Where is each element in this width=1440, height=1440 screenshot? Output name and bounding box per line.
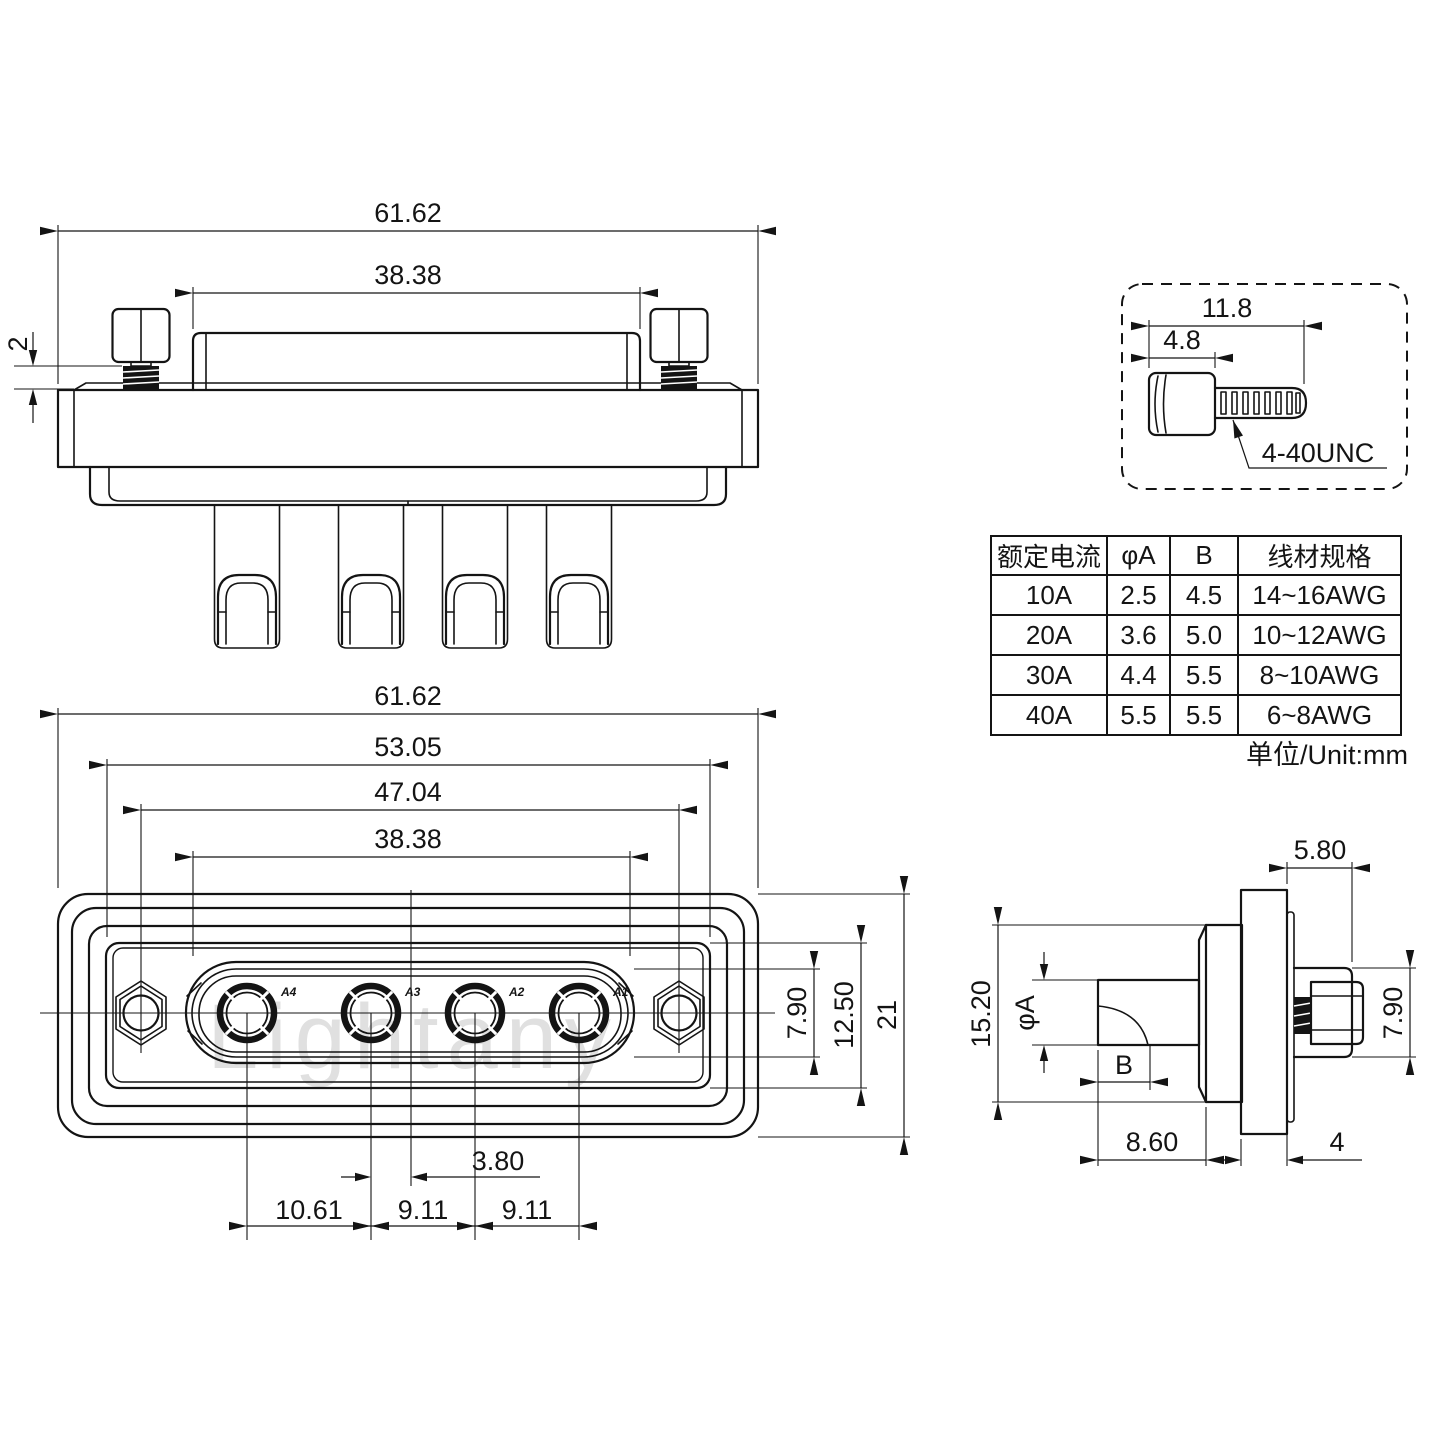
- table-row: 30A 4.4 5.5 8~10AWG: [990, 654, 1402, 696]
- front-dim-groove-height: 12.50: [829, 981, 859, 1049]
- side-screw-head: [1309, 980, 1365, 1046]
- front-outline-groove: [112, 947, 704, 1083]
- table-row: 20A 3.6 5.0 10~12AWG: [990, 614, 1402, 656]
- side-rear-body: [1292, 966, 1354, 1059]
- cell: 30A: [990, 654, 1108, 696]
- contact-label-a1: A1: [612, 985, 629, 999]
- unit-note: 单位/Unit:mm: [1246, 740, 1408, 770]
- detail-dim-total-length: 11.8: [1202, 293, 1253, 323]
- cell: 10~12AWG: [1237, 614, 1402, 656]
- detail-dim-head-length: 4.8: [1163, 325, 1201, 355]
- side-dim-rear-height: 7.90: [1378, 987, 1408, 1040]
- front-dim-pitch-a4-a3: 10.61: [275, 1195, 343, 1225]
- top-view-pin-a1: [545, 504, 613, 650]
- top-view-body: [88, 465, 728, 507]
- side-pin-barrel: [1096, 978, 1201, 1047]
- top-view-pin-a3: [337, 504, 405, 650]
- cell: 5.0: [1169, 614, 1239, 656]
- contact-label-a3: A3: [404, 985, 421, 999]
- side-dim-rear-depth: 5.80: [1294, 835, 1347, 865]
- front-dim-pitch-a2-a1: 9.11: [502, 1195, 553, 1225]
- front-dim-mount-span: 47.04: [374, 777, 442, 807]
- top-dim-standoff: 2: [3, 336, 33, 351]
- cell: 40A: [990, 694, 1108, 736]
- cell: 5.5: [1106, 694, 1171, 736]
- spec-table-header-row: 额定电流 φA B 线材规格: [990, 535, 1402, 576]
- front-dim-overall-height: 21: [872, 1000, 902, 1030]
- side-dim-shroud-height: 15.20: [966, 980, 996, 1048]
- top-view-left-screw: [111, 307, 171, 392]
- front-outline-2: [70, 906, 746, 1126]
- top-view: 61.62 38.38 2: [3, 198, 776, 650]
- col-rated-current: 额定电流: [990, 535, 1108, 576]
- top-view-shroud: [191, 331, 642, 392]
- side-shroud: [1204, 923, 1244, 1104]
- cell: 8~10AWG: [1237, 654, 1402, 696]
- table-row: 10A 2.5 4.5 14~16AWG: [990, 574, 1402, 616]
- front-dim-pitch-a3-a2: 9.11: [398, 1195, 449, 1225]
- side-dim-pin-diameter: φA: [1010, 995, 1040, 1031]
- side-flange: [1239, 888, 1289, 1136]
- cell: 14~16AWG: [1237, 574, 1402, 616]
- top-dim-shroud-width: 38.38: [374, 260, 442, 290]
- cell: 20A: [990, 614, 1108, 656]
- cell: 4.5: [1169, 574, 1239, 616]
- front-dim-insert-height: 7.90: [782, 987, 812, 1040]
- top-dim-overall-width: 61.62: [374, 198, 442, 228]
- cell: 10A: [990, 574, 1108, 616]
- front-outline-1: [56, 892, 760, 1139]
- front-view: 61.62 53.05 47.04 38.38 Lightany: [40, 681, 910, 1240]
- front-dim-center-offset: 3.80: [472, 1146, 525, 1176]
- side-view: 5.80 15.20 φA B 7.90 8.60 4: [966, 835, 1416, 1166]
- contact-label-a2: A2: [508, 985, 525, 999]
- cell: 3.6: [1106, 614, 1171, 656]
- front-dim-shell-width: 53.05: [374, 732, 442, 762]
- cell: 2.5: [1106, 574, 1171, 616]
- detail-border: [1121, 283, 1408, 490]
- cell: 5.5: [1169, 694, 1239, 736]
- spec-table: 额定电流 φA B 线材规格 10A 2.5 4.5 14~16AWG 20A …: [990, 535, 1402, 736]
- front-outline-4: [104, 941, 712, 1090]
- front-dim-insert-width: 38.38: [374, 824, 442, 854]
- top-view-flange: [56, 388, 760, 469]
- front-dim-overall-width: 61.62: [374, 681, 442, 711]
- col-phi-a: φA: [1106, 535, 1171, 576]
- screw-detail: 11.8 4.8 4-40UNC: [1121, 283, 1408, 490]
- side-dim-cup-depth: B: [1115, 1050, 1133, 1080]
- cell: 5.5: [1169, 654, 1239, 696]
- top-view-right-screw: [649, 307, 709, 392]
- cell: 4.4: [1106, 654, 1171, 696]
- contact-label-a4: A4: [280, 985, 297, 999]
- top-view-pin-a4: [213, 504, 281, 650]
- front-outline-3: [87, 924, 729, 1108]
- col-wire-gauge: 线材规格: [1237, 535, 1402, 576]
- side-dim-flange-thickness: 4: [1329, 1127, 1344, 1157]
- cell: 6~8AWG: [1237, 694, 1402, 736]
- table-row: 40A 5.5 5.5 6~8AWG: [990, 694, 1402, 736]
- top-view-pin-a2: [441, 504, 509, 650]
- col-b: B: [1169, 535, 1239, 576]
- detail-thread-spec: 4-40UNC: [1262, 438, 1375, 468]
- side-dim-pin-protrusion: 8.60: [1126, 1127, 1179, 1157]
